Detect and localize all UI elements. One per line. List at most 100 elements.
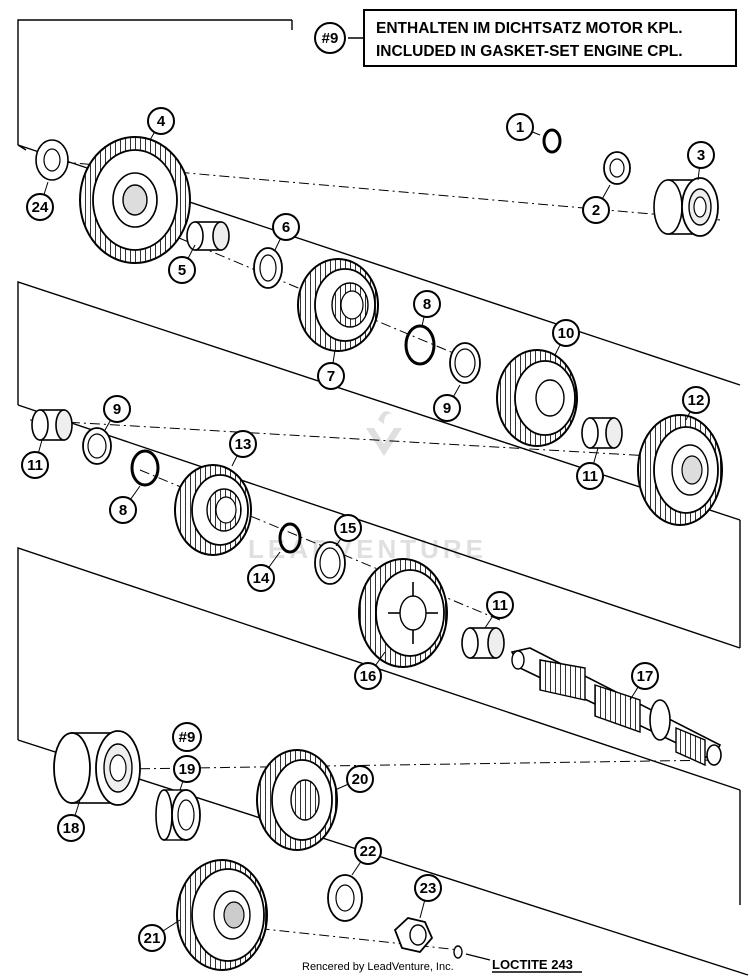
part-4-gear (79, 136, 191, 264)
callout-label: 9 (443, 400, 451, 417)
callout-circle (682, 386, 710, 414)
callout-c23: 23 (414, 874, 442, 919)
part-8-ring-lower (130, 449, 160, 487)
callout-label: 20 (352, 771, 369, 788)
part-9-washer-upper (449, 342, 481, 384)
callout-c19-ref: #9 (172, 722, 202, 752)
callout-c9a: 9 (103, 395, 131, 431)
part-11-bearing-left (31, 409, 73, 441)
callout-c20: 20 (334, 765, 374, 793)
callout-circle (173, 755, 201, 783)
callout-label: 11 (492, 597, 508, 614)
callout-label: 18 (63, 820, 80, 837)
callout-label: 13 (235, 436, 252, 453)
callout-circle (247, 564, 275, 592)
part-7-gear (297, 258, 379, 352)
note-line-1: ENTHALTEN IM DICHTSATZ MOTOR KPL. (376, 20, 683, 37)
callout-circle (334, 514, 362, 542)
part-12-gear (637, 414, 723, 526)
part-10-gear (496, 349, 578, 447)
callout-circle (147, 107, 175, 135)
part-17-output-shaft (510, 647, 722, 767)
callout-label: 16 (360, 668, 377, 685)
callout-c11b: 11 (576, 447, 604, 490)
part-5-needle-bearing (186, 221, 230, 251)
part-3-ball-bearing (653, 177, 719, 237)
callout-circle (272, 213, 300, 241)
callout-c4: 4 (147, 107, 175, 141)
callout-circle (103, 395, 131, 423)
callout-label: 19 (179, 761, 196, 778)
callout-label: 8 (423, 296, 431, 313)
callout-circle (317, 362, 345, 390)
note-ref-circle (314, 22, 346, 54)
callout-circle (354, 837, 382, 865)
callout-c2: 2 (582, 184, 611, 224)
callout-circle (57, 814, 85, 842)
callout-label: 2 (592, 202, 600, 219)
part-13-gear (174, 464, 252, 556)
callout-label: 5 (178, 262, 186, 279)
callout-circle (433, 394, 461, 422)
callout-circle (486, 591, 514, 619)
callout-c10: 10 (552, 319, 580, 356)
part-8-ring-upper (404, 324, 436, 366)
callout-c18: 18 (57, 799, 85, 842)
callout-c19: 19 (173, 755, 201, 791)
callout-c6: 6 (272, 213, 300, 251)
part-18-ball-bearing (53, 730, 141, 806)
part-11-bearing-mid-right (581, 417, 623, 449)
callout-c15: 15 (334, 514, 362, 547)
watermark: LEADVENTURE (248, 411, 483, 564)
part-14-circlip (278, 522, 302, 554)
callout-circle (687, 141, 715, 169)
callout-label: 3 (697, 147, 705, 164)
part-20-sprocket (256, 749, 338, 851)
callout-label: 21 (144, 930, 161, 947)
callout-c16: 16 (354, 651, 386, 690)
callout-c12: 12 (682, 386, 710, 421)
callout-c11c: 11 (484, 591, 514, 629)
callout-c11a: 11 (21, 439, 49, 479)
callout-circle (138, 924, 166, 952)
callout-c1: 1 (506, 113, 541, 141)
callout-label: 24 (32, 199, 49, 216)
callout-c8a: 8 (413, 290, 441, 327)
callout-circle (172, 722, 202, 752)
callout-circle (414, 874, 442, 902)
loctite-drop-icon (453, 945, 491, 961)
callout-circle (413, 290, 441, 318)
callout-circle (506, 113, 534, 141)
callout-label: 17 (637, 668, 654, 685)
callout-c21: 21 (138, 919, 181, 952)
callout-label: 10 (558, 325, 575, 342)
callout-circle (109, 496, 137, 524)
part-22-lock-washer (327, 874, 363, 922)
callout-label: 1 (516, 119, 524, 136)
part-2-washer (603, 151, 631, 185)
part-16-gear (358, 558, 448, 668)
callout-circle (354, 662, 382, 690)
part-19-shaft-seal (155, 789, 201, 841)
callout-label: 8 (119, 502, 127, 519)
callout-circle (552, 319, 580, 347)
part-23-nut (393, 917, 434, 953)
callout-c14: 14 (247, 551, 281, 592)
note-line-2: INCLUDED IN GASKET-SET ENGINE CPL. (376, 43, 683, 60)
callout-label: 23 (420, 880, 437, 897)
callout-c13: 13 (229, 430, 257, 467)
callout-label: 15 (340, 520, 357, 537)
callout-c3: 3 (687, 141, 715, 181)
callout-circle (576, 462, 604, 490)
callout-circle (26, 193, 54, 221)
callout-circle (229, 430, 257, 458)
part-21-sprocket-disc (176, 859, 268, 971)
callout-label: 14 (253, 570, 270, 587)
callout-c24: 24 (26, 181, 54, 221)
loctite-label: LOCTITE 243 (492, 957, 573, 972)
callout-c5: 5 (168, 244, 196, 284)
part-6-washer (253, 247, 283, 289)
callout-circle (631, 662, 659, 690)
